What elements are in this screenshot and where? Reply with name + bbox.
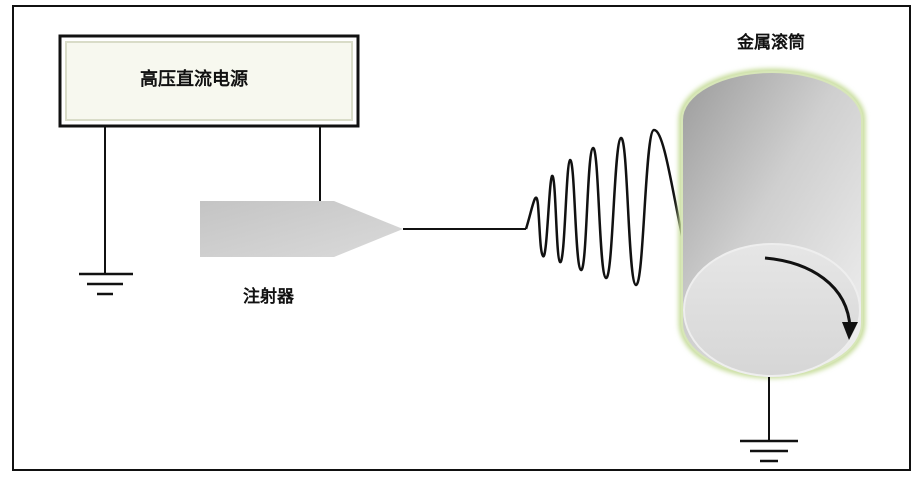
drum-end-cap xyxy=(683,243,861,377)
ground-icon xyxy=(740,377,798,463)
outer-border xyxy=(12,5,911,471)
power-supply-label: 高压直流电源 xyxy=(140,69,248,90)
syringe xyxy=(200,201,403,257)
drum-label: 金属滚筒 xyxy=(737,33,805,53)
ground-icon xyxy=(79,126,133,296)
syringe-label: 注射器 xyxy=(243,287,294,307)
whipping-jet xyxy=(524,128,685,287)
clockwise-arrow-icon xyxy=(764,256,858,340)
power-supply xyxy=(58,34,360,128)
